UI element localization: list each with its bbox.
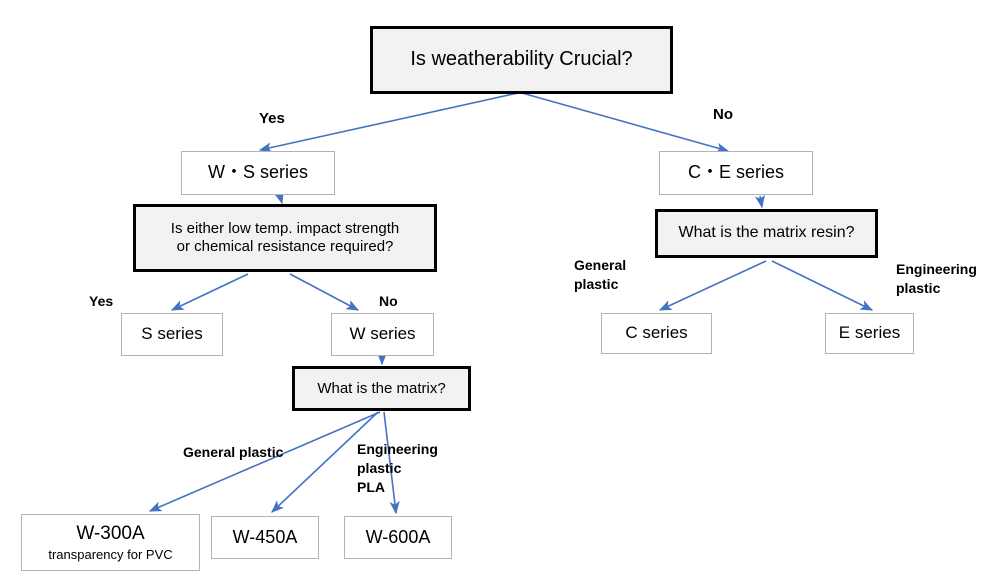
node-ce-series[interactable]: C・E series	[659, 151, 813, 195]
node-w300a[interactable]: W-300A transparency for PVC	[21, 514, 200, 571]
edge-ws-to-impact	[273, 190, 284, 205]
edge-label-resin-engineering: Engineering plastic	[896, 261, 977, 296]
edge-label-matrix-general: General plastic	[183, 444, 284, 460]
node-impact-question-line1: Is either low temp. impact strength	[170, 220, 400, 238]
node-w600a-label: W-600A	[365, 526, 431, 547]
node-c-series[interactable]: C series	[601, 313, 712, 354]
node-root[interactable]: Is weatherability Crucial?	[370, 26, 673, 94]
node-ws-series-label: W・S series	[207, 162, 308, 183]
node-matrix-question-label: What is the matrix?	[317, 379, 446, 397]
node-matrix-question[interactable]: What is the matrix?	[292, 366, 471, 411]
node-impact-question[interactable]: Is either low temp. impact strength or c…	[133, 204, 437, 272]
node-w-series-label: W series	[349, 324, 416, 344]
edge-root-to-ce	[521, 92, 730, 153]
node-matrix-resin-question-label: What is the matrix resin?	[678, 224, 855, 242]
node-s-series[interactable]: S series	[121, 313, 223, 356]
node-w300a-label: W-300A	[76, 522, 145, 544]
edge-impact-to-s	[170, 273, 249, 311]
node-w450a-label: W-450A	[232, 526, 298, 547]
node-e-series-label: E series	[838, 323, 901, 343]
node-w600a[interactable]: W-600A	[344, 516, 452, 559]
node-c-series-label: C series	[625, 323, 688, 343]
node-w450a[interactable]: W-450A	[211, 516, 319, 559]
node-e-series[interactable]: E series	[825, 313, 914, 354]
node-w-series[interactable]: W series	[331, 313, 434, 356]
edge-resin-to-c	[658, 260, 767, 311]
node-ws-series[interactable]: W・S series	[181, 151, 335, 195]
edge-label-root-yes: Yes	[259, 110, 285, 127]
edge-label-impact-yes: Yes	[89, 293, 114, 309]
edge-root-to-ws	[258, 92, 519, 153]
edge-ce-to-resin	[754, 194, 765, 209]
node-matrix-resin-question[interactable]: What is the matrix resin?	[655, 209, 878, 258]
edge-impact-to-w	[289, 273, 360, 311]
node-w300a-sublabel: transparency for PVC	[48, 547, 173, 563]
node-root-label: Is weatherability Crucial?	[410, 48, 633, 71]
edge-label-matrix-engineering: Engineering plastic PLA	[357, 441, 438, 495]
edge-label-root-no: No	[713, 106, 733, 123]
node-ce-series-label: C・E series	[687, 162, 785, 183]
node-impact-question-line2: or chemical resistance required?	[176, 238, 394, 255]
edge-label-impact-no: No	[379, 293, 398, 309]
node-s-series-label: S series	[141, 324, 203, 344]
edge-label-resin-general: General plastic	[574, 257, 627, 292]
edge-resin-to-e	[771, 260, 874, 311]
